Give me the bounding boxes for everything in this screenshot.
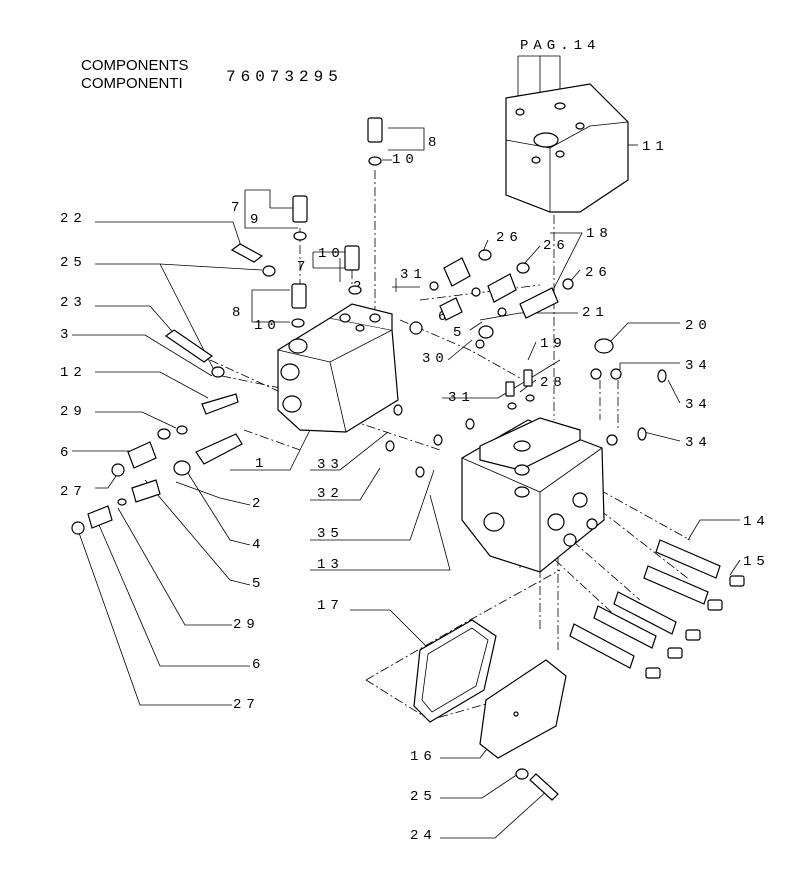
callout-6: 6	[60, 445, 73, 461]
leader-lines	[72, 55, 741, 839]
callout-34: 34	[685, 435, 712, 451]
callout-5: 5	[252, 576, 265, 592]
callout-16: 16	[410, 749, 437, 765]
callout-14: 14	[743, 514, 770, 530]
callout-18: 18	[586, 226, 613, 242]
callout-26: 26	[496, 230, 523, 246]
callout-25: 25	[410, 789, 437, 805]
callout-27: 27	[233, 697, 260, 713]
callout-10: 10	[254, 318, 281, 334]
part-number: 76073295	[226, 68, 343, 86]
callout-27: 27	[60, 484, 87, 500]
callout-24: 24	[410, 828, 437, 844]
callout-2: 2	[252, 496, 265, 512]
callout-29: 29	[233, 617, 260, 633]
callout-31: 31	[400, 267, 427, 283]
callout-15: 15	[743, 554, 770, 570]
callout-32: 32	[317, 486, 344, 502]
callout-4: 4	[252, 537, 265, 553]
callout-30: 30	[422, 351, 449, 367]
callout-34: 34	[685, 397, 712, 413]
callout-1: 1	[255, 456, 268, 472]
left-spool-parts	[71, 393, 243, 535]
callout-13: 13	[317, 557, 344, 573]
callout-7: 7	[231, 200, 244, 216]
callout-8: 8	[428, 135, 441, 151]
callout-29: 29	[60, 404, 87, 420]
callout-34: 34	[685, 358, 712, 374]
callout-7: 7	[297, 259, 310, 275]
title-italian: COMPONENTI	[81, 75, 183, 92]
callout-10: 10	[318, 246, 345, 262]
spools-and-springs	[569, 539, 745, 679]
callout-23: 23	[60, 295, 87, 311]
callout-pag-14: PAG.14	[520, 38, 600, 54]
callout-21: 21	[582, 305, 609, 321]
assembly-axes	[209, 170, 691, 721]
callout-28: 28	[540, 375, 567, 391]
callout-9: 9	[250, 212, 263, 228]
callout-33: 33	[317, 457, 344, 473]
fittings-top	[291, 117, 383, 328]
callout-3: 3	[60, 327, 73, 343]
callout-10: 10	[392, 152, 419, 168]
callout-8: 8	[232, 305, 245, 321]
callout-5: 5	[453, 325, 466, 341]
callout-22: 22	[60, 211, 87, 227]
callout-6: 6	[252, 657, 265, 673]
callout-35: 35	[317, 526, 344, 542]
callout-labels: PAG.14 11 8 10 7 9 22 7 10 26 26 18 25 2…	[60, 38, 770, 844]
right-fittings	[385, 249, 667, 478]
callout-19: 19	[540, 336, 567, 352]
callout-12: 12	[60, 365, 87, 381]
part-1-valve-body	[277, 303, 399, 433]
callout-26: 26	[585, 265, 612, 281]
callout-11: 11	[642, 139, 669, 155]
part-13-main-body	[461, 417, 605, 573]
callout-20: 20	[685, 318, 712, 334]
callout-26: 26	[543, 238, 570, 254]
title-english: COMPONENTS	[81, 57, 189, 74]
callout-17: 17	[317, 598, 344, 614]
callout-25: 25	[60, 255, 87, 271]
callout-6: 6	[438, 309, 451, 325]
part-11-housing	[505, 83, 629, 213]
gasket-and-cover	[413, 619, 567, 759]
screws	[164, 243, 559, 801]
